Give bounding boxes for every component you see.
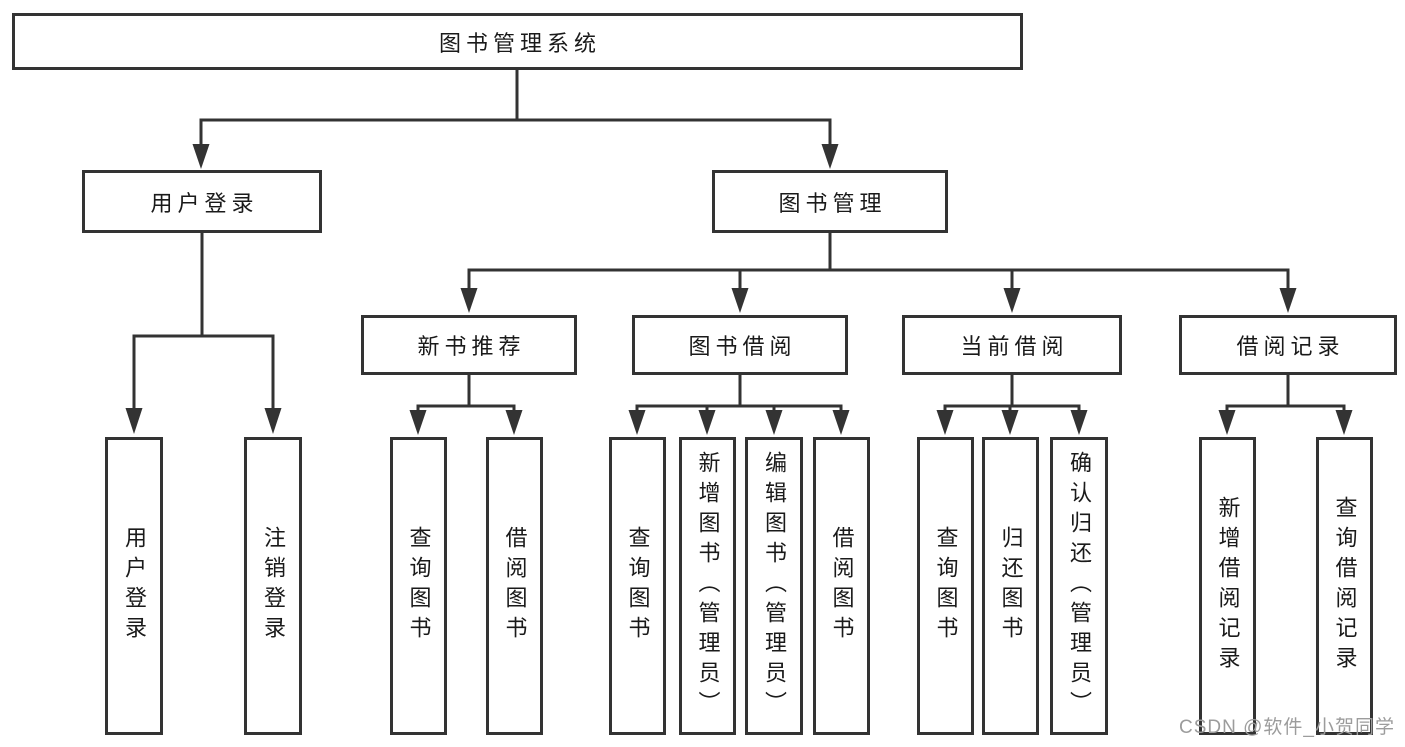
- node-label: 图书借阅: [688, 334, 797, 359]
- node-label: 借阅图书: [502, 526, 528, 646]
- leaf-borrow-edit-book-admin: 编辑图书（管理员）: [745, 437, 803, 735]
- connector-current-borrow-to-leaves: [936, 373, 1088, 435]
- node-label: 新书推荐: [417, 334, 526, 359]
- leaf-current-query-book: 查询图书: [917, 437, 974, 735]
- connector-new-book-to-leaves: [409, 373, 523, 435]
- leaf-records-add-record: 新增借阅记录: [1199, 437, 1256, 735]
- leaf-current-return-book: 归还图书: [982, 437, 1039, 735]
- node-label: 图书管理系统: [438, 30, 601, 56]
- leaf-user-login: 用户登录: [105, 437, 163, 735]
- node-book-borrow: 图书借阅: [632, 315, 848, 375]
- node-label: 借阅记录: [1236, 334, 1345, 359]
- node-label: 查询借阅记录: [1332, 496, 1358, 676]
- node-user-login: 用户登录: [82, 170, 322, 233]
- leaf-current-confirm-return-admin: 确认归还（管理员）: [1050, 437, 1108, 735]
- leaf-borrow-query-book: 查询图书: [609, 437, 666, 735]
- node-label: 查询图书: [406, 526, 432, 646]
- node-book-management: 图书管理: [712, 170, 948, 233]
- node-borrow-records: 借阅记录: [1179, 315, 1397, 375]
- connector-user-login-to-leaves: [125, 231, 282, 434]
- node-label: 用户登录: [122, 526, 147, 646]
- node-label: 新增图书（管理员）: [695, 451, 721, 721]
- node-label: 图书管理: [778, 190, 887, 216]
- node-label: 确认归还（管理员）: [1067, 451, 1092, 721]
- node-label: 编辑图书（管理员）: [762, 451, 787, 721]
- leaf-newbook-borrow-book: 借阅图书: [486, 437, 543, 735]
- node-label: 归还图书: [998, 526, 1024, 646]
- csdn-watermark: CSDN @软件_小贺同学: [1179, 717, 1395, 738]
- node-label: 查询图书: [933, 526, 959, 646]
- node-label: 查询图书: [625, 526, 651, 646]
- leaf-borrow-add-book-admin: 新增图书（管理员）: [679, 437, 736, 735]
- node-label: 注销登录: [261, 526, 286, 646]
- connector-borrow-records-to-leaves: [1218, 373, 1353, 435]
- node-label: 用户登录: [150, 190, 259, 216]
- node-new-book-recommend: 新书推荐: [361, 315, 577, 375]
- node-label: 当前借阅: [960, 334, 1069, 359]
- node-label: 新增借阅记录: [1215, 496, 1241, 676]
- node-library-management-system: 图书管理系统: [12, 13, 1023, 70]
- connector-root-to-level2: [192, 68, 839, 169]
- connector-book-management-to-level3: [460, 231, 1297, 313]
- leaf-borrow-borrow-book: 借阅图书: [813, 437, 870, 735]
- node-label: 借阅图书: [829, 526, 855, 646]
- leaf-logout: 注销登录: [244, 437, 302, 735]
- leaf-newbook-query-book: 查询图书: [390, 437, 447, 735]
- node-current-borrow: 当前借阅: [902, 315, 1122, 375]
- leaf-records-query-record: 查询借阅记录: [1316, 437, 1373, 735]
- connector-book-borrow-to-leaves: [628, 373, 850, 435]
